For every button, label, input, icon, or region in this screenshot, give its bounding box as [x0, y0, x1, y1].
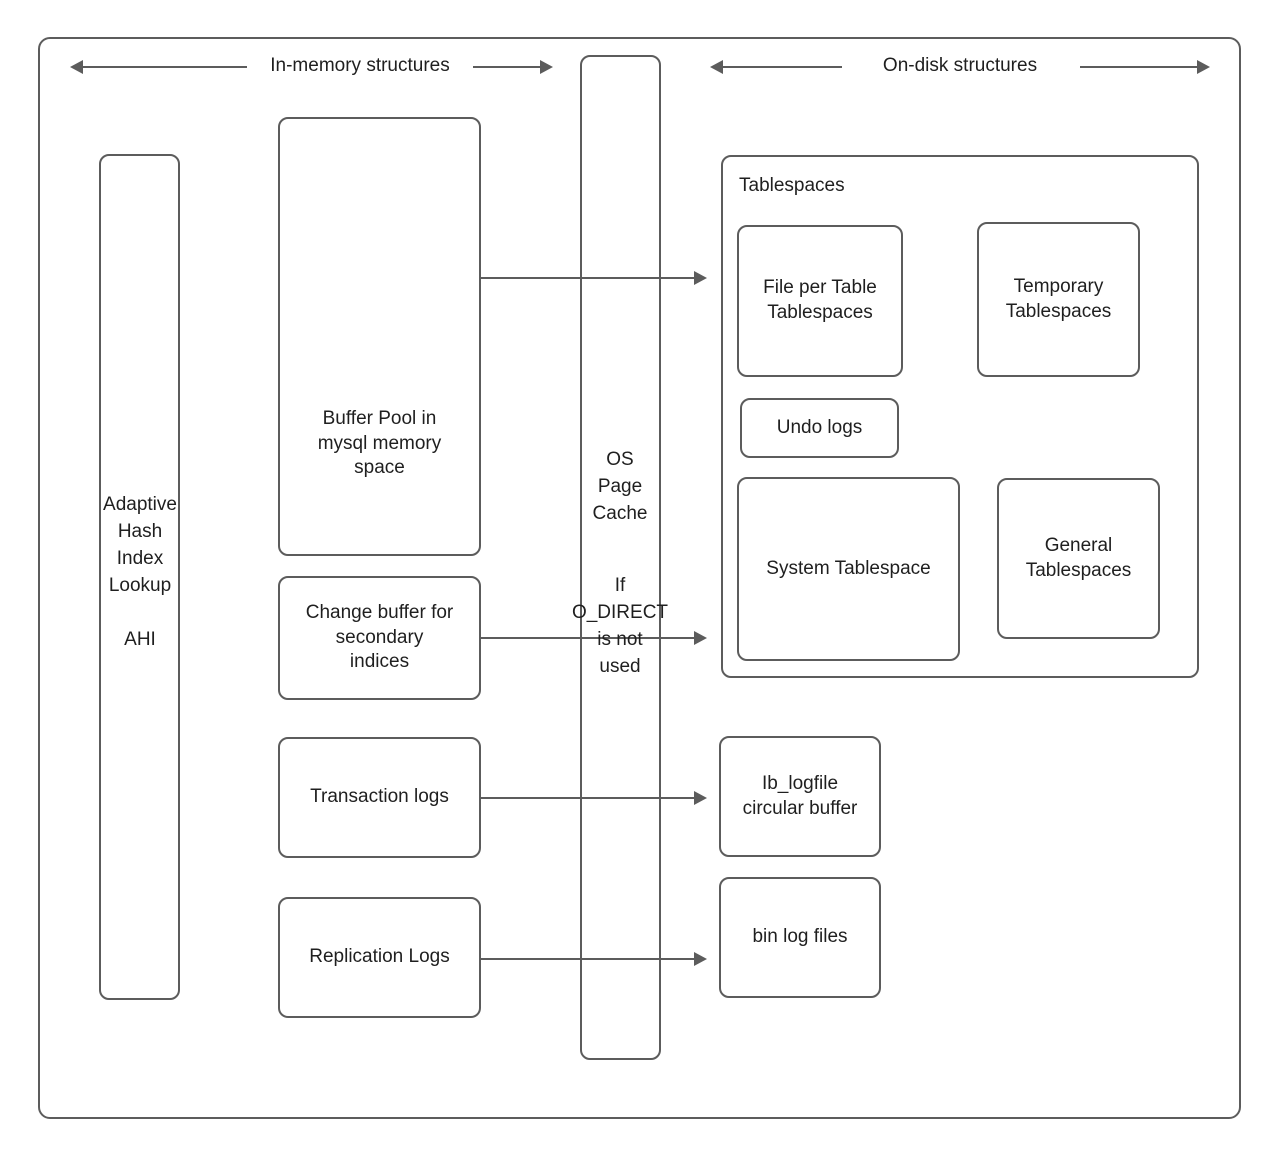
arrow-buffer-pool-to-tablespaces-line	[481, 277, 696, 279]
change-buffer-box[interactable]: Change buffer for secondary indices	[278, 576, 481, 700]
arrow-replication-logs-to-bin-log-line	[481, 958, 696, 960]
replication-logs-label: Replication Logs	[309, 946, 450, 968]
temporary-tablespaces-box[interactable]: Temporary Tablespaces	[977, 222, 1140, 377]
adaptive-hash-index-box[interactable]	[99, 154, 180, 1000]
arrow-transaction-logs-to-ib-logfile-line	[481, 797, 696, 799]
on-disk-arrow-left-head	[710, 60, 723, 74]
ib-logfile-label: Ib_logfile circular buffer	[742, 772, 858, 819]
undo-logs-box[interactable]: Undo logs	[740, 398, 899, 458]
buffer-pool-label: Buffer Pool in mysql memory space	[317, 408, 442, 479]
on-disk-arrow-right-head	[1197, 60, 1210, 74]
change-buffer-label: Change buffer for secondary indices	[305, 601, 454, 673]
system-tablespace-box[interactable]: System Tablespace	[737, 477, 960, 661]
os-page-cache-note: If O_DIRECT is not used	[571, 575, 669, 677]
file-per-table-tablespaces-box[interactable]: File per Table Tablespaces	[737, 225, 903, 377]
in-memory-arrow-right-head	[540, 60, 553, 74]
file-per-table-tablespaces-label: File per Table Tablespaces	[763, 277, 877, 323]
in-memory-arrow-left-head	[70, 60, 83, 74]
arrow-replication-logs-to-bin-log-head	[694, 952, 707, 966]
system-tablespace-label: System Tablespace	[766, 557, 931, 579]
in-memory-arrow-right-line	[473, 66, 541, 68]
on-disk-arrow-left-line	[722, 66, 842, 68]
general-tablespaces-label: General Tablespaces	[1025, 534, 1132, 581]
adaptive-hash-index-label: Adaptive Hash Index Lookup AHI	[103, 494, 177, 650]
buffer-pool-box[interactable]: Buffer Pool in mysql memory space	[278, 117, 481, 556]
temporary-tablespaces-label: Temporary Tablespaces	[1005, 275, 1112, 322]
in-memory-arrow-left-line	[82, 66, 247, 68]
ib-logfile-box[interactable]: Ib_logfile circular buffer	[719, 736, 881, 857]
transaction-logs-box[interactable]: Transaction logs	[278, 737, 481, 858]
outer-frame	[38, 37, 1241, 1119]
transaction-logs-label: Transaction logs	[310, 786, 449, 808]
os-page-cache-box[interactable]	[580, 55, 661, 1060]
on-disk-arrow-right-line	[1080, 66, 1202, 68]
undo-logs-label: Undo logs	[776, 416, 863, 438]
arrow-buffer-pool-to-tablespaces-head	[694, 271, 707, 285]
arrow-change-buffer-to-system-head	[694, 631, 707, 645]
tablespaces-group: Tablespaces	[721, 155, 1199, 678]
tablespaces-group-title: Tablespaces	[739, 175, 845, 196]
general-tablespaces-box[interactable]: General Tablespaces	[997, 478, 1160, 639]
axis-label-in-memory: In-memory structures	[270, 55, 450, 76]
bin-log-files-label: bin log files	[752, 926, 848, 948]
replication-logs-box[interactable]: Replication Logs	[278, 897, 481, 1018]
arrow-change-buffer-to-system-line	[481, 637, 696, 639]
arrow-transaction-logs-to-ib-logfile-head	[694, 791, 707, 805]
os-page-cache-title: OS Page Cache	[592, 449, 648, 524]
bin-log-files-box[interactable]: bin log files	[719, 877, 881, 998]
axis-label-on-disk: On-disk structures	[882, 55, 1038, 76]
